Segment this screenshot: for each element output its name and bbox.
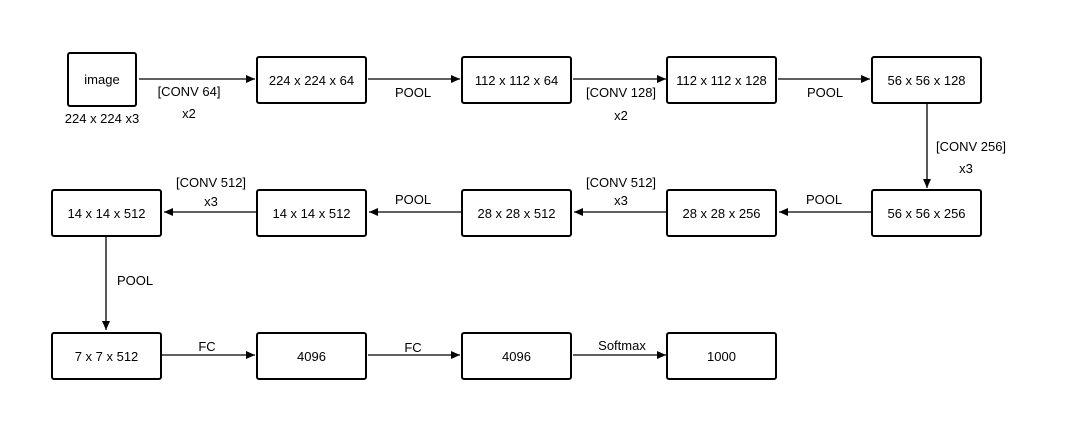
edge-label-pool-5: POOL <box>116 273 154 288</box>
edge-label-conv64-repeat: x2 <box>182 106 196 121</box>
edge-label-fc-1: FC <box>198 339 216 354</box>
edge-label-conv512-a-repeat: x3 <box>614 193 628 208</box>
edge-label-conv512-b: [CONV 512] <box>175 175 247 190</box>
edge-label-conv64: [CONV 64] <box>157 84 221 99</box>
node-28x28x256: 28 x 28 x 256 <box>666 189 777 237</box>
node-14x14x512-a: 14 x 14 x 512 <box>256 189 367 237</box>
edge-label-pool-3: POOL <box>805 192 843 207</box>
node-14x14x512-b: 14 x 14 x 512 <box>51 189 162 237</box>
edge-label-conv512-a: [CONV 512] <box>585 175 657 190</box>
node-output-1000: 1000 <box>666 332 777 380</box>
node-7x7x512: 7 x 7 x 512 <box>51 332 162 380</box>
node-56x56x256: 56 x 56 x 256 <box>871 189 982 237</box>
edge-label-pool-4: POOL <box>394 192 432 207</box>
edge-label-pool-1: POOL <box>394 85 432 100</box>
edge-label-conv512-b-repeat: x3 <box>204 194 218 209</box>
node-112x112x64: 112 x 112 x 64 <box>461 56 572 104</box>
node-224x224x64: 224 x 224 x 64 <box>256 56 367 104</box>
node-fc-4096-a: 4096 <box>256 332 367 380</box>
edge-label-conv128: [CONV 128] <box>585 85 657 100</box>
node-56x56x128: 56 x 56 x 128 <box>871 56 982 104</box>
edge-label-pool-2: POOL <box>806 85 844 100</box>
node-28x28x512: 28 x 28 x 512 <box>461 189 572 237</box>
node-fc-4096-b: 4096 <box>461 332 572 380</box>
edge-label-conv256-repeat: x3 <box>959 161 973 176</box>
image-size-label: 224 x 224 x3 <box>64 111 140 126</box>
edge-label-fc-2: FC <box>404 340 422 355</box>
image-node: image <box>67 52 137 107</box>
node-112x112x128: 112 x 112 x 128 <box>666 56 777 104</box>
edge-label-conv256: [CONV 256] <box>935 139 1007 154</box>
edge-label-conv128-repeat: x2 <box>614 108 628 123</box>
edge-label-softmax: Softmax <box>598 338 646 353</box>
